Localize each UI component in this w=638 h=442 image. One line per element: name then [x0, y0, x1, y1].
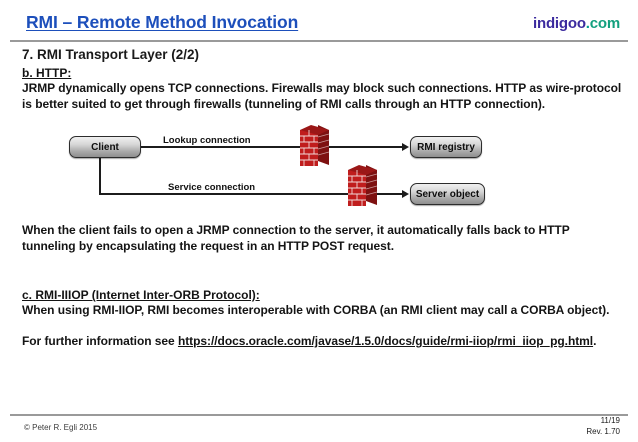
section-c-heading: c. RMI-IIIOP (Internet Inter-ORB Protoco… [22, 288, 260, 302]
diagram-node-rmi-registry: RMI registry [410, 136, 482, 158]
lookup-connection-line [141, 146, 405, 149]
header-divider [10, 40, 628, 42]
firewall-lookup-icon [300, 125, 330, 166]
footer-divider [10, 414, 628, 416]
footer-page-number: 11/19 [600, 416, 620, 425]
section-c-text: When using RMI-IIOP, RMI becomes interop… [22, 303, 610, 317]
service-connection-label: Service connection [165, 182, 259, 193]
service-connection-line [99, 193, 405, 196]
slide-title: 7. RMI Transport Layer (2/2) [22, 47, 200, 62]
lookup-connection-label: Lookup connection [160, 135, 254, 146]
diagram-node-server-object: Server object [410, 183, 485, 205]
logo-name: indigoo [533, 15, 586, 32]
logo-dot: . [585, 15, 590, 32]
section-b-text: JRMP dynamically opens TCP connections. … [22, 81, 622, 111]
page-title: RMI – Remote Method Invocation [26, 12, 299, 32]
lookup-arrow-icon [402, 142, 409, 151]
further-info-prefix: For further information see [22, 334, 178, 348]
rmi-http-tunneling-diagram: Lookup connection Service connection [0, 122, 638, 222]
section-b-heading: b. HTTP: [22, 66, 72, 80]
slide-header: RMI – Remote Method Invocation indigoo.c… [0, 0, 638, 40]
client-drop-line [99, 158, 102, 195]
service-arrow-icon [402, 189, 409, 198]
rmi-iiop-doc-link[interactable]: https://docs.oracle.com/javase/1.5.0/doc… [177, 334, 594, 348]
further-info-suffix: . [593, 334, 597, 348]
indigoo-logo: indigoo.com [533, 15, 620, 32]
diagram-node-client: Client [69, 136, 141, 158]
http-fallback-text: When the client fails to open a JRMP con… [22, 223, 570, 253]
footer-copyright: © Peter R. Egli 2015 [24, 423, 98, 432]
logo-tld: com [589, 15, 620, 32]
further-information-line: For further information see https://docs… [22, 334, 622, 350]
footer-meta: 11/19 Rev. 1.70 [586, 415, 620, 437]
firewall-service-icon [348, 165, 378, 206]
footer-revision: Rev. 1.70 [586, 427, 620, 436]
